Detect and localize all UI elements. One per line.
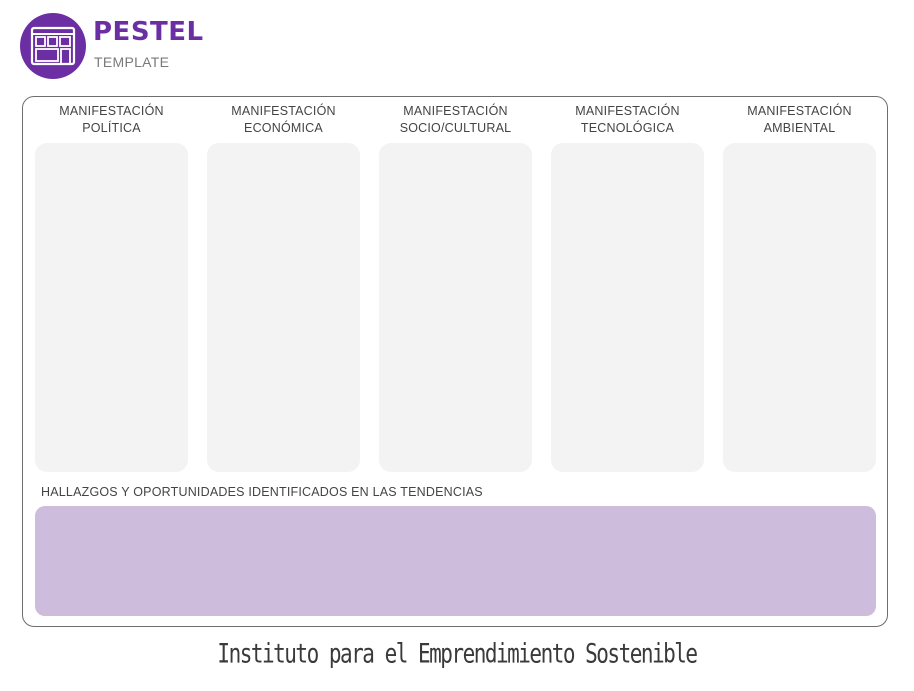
logo-badge (20, 13, 86, 79)
storefront-icon (30, 26, 76, 66)
brand-title: PESTEL (93, 17, 204, 47)
column-input-area[interactable] (379, 143, 532, 472)
column-input-area[interactable] (207, 143, 360, 472)
findings-label: HALLAZGOS Y OPORTUNIDADES IDENTIFICADOS … (41, 485, 483, 499)
brand-subtitle: TEMPLATE (94, 54, 170, 70)
column-header: MANIFESTACIÓN ECONÓMICA (231, 104, 336, 135)
column-input-area[interactable] (35, 143, 188, 472)
column-input-area[interactable] (723, 143, 876, 472)
column-input-area[interactable] (551, 143, 704, 472)
footer-institution: Instituto para el Emprendimiento Sosteni… (217, 638, 698, 669)
column-header: MANIFESTACIÓN SOCIO/CULTURAL (399, 104, 512, 135)
pestel-canvas: MANIFESTACIÓN POLÍTICA MANIFESTACIÓN ECO… (22, 96, 888, 627)
findings-input-area[interactable] (35, 506, 876, 616)
column-header: MANIFESTACIÓN POLÍTICA (59, 104, 164, 135)
column-header: MANIFESTACIÓN AMBIENTAL (747, 104, 852, 135)
column-header: MANIFESTACIÓN TECNOLÓGICA (575, 104, 680, 135)
